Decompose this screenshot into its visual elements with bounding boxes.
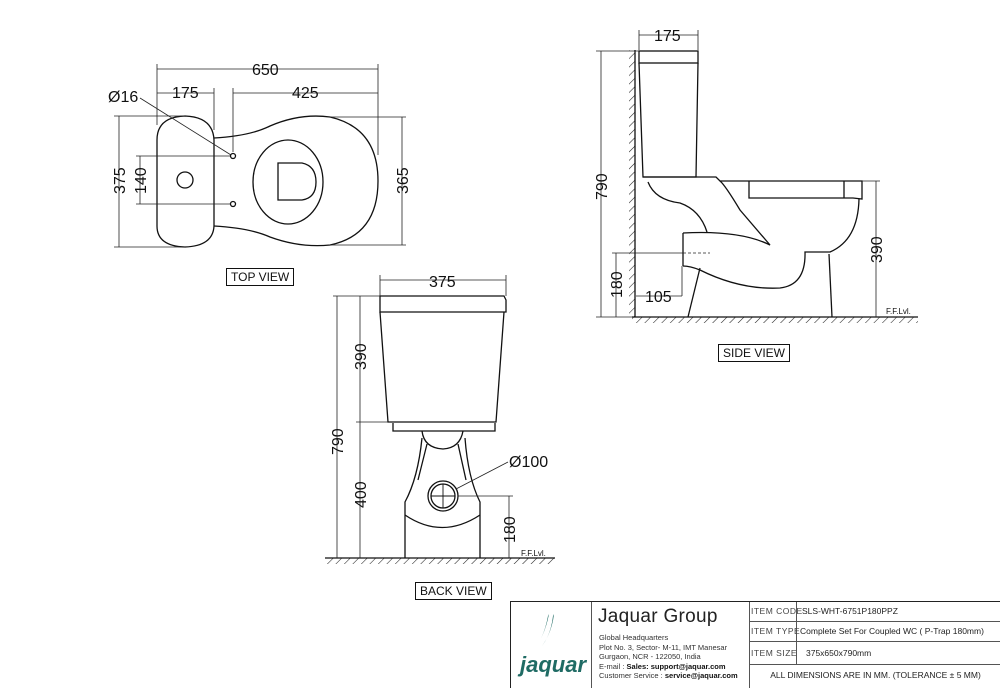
floor-level-back: F.F.Lvl.: [521, 549, 546, 558]
title-block: jaquar Jaquar Group Global Headquarters …: [510, 601, 1000, 688]
address-line-2: Plot No. 3, Sector- M-11, IMT Manesar: [599, 642, 728, 652]
dim-175: 175: [172, 85, 199, 102]
email-value: Sales: support@jaquar.com: [626, 661, 726, 671]
side-view: [629, 50, 918, 323]
item-code-value: SLS-WHT-6751P180PPZ: [802, 606, 898, 616]
service-value: service@jaquar.com: [664, 671, 738, 681]
tolerance-note: ALL DIMENSIONS ARE IN MM. (TOLERANCE ± 5…: [770, 670, 981, 680]
back-view-label: BACK VIEW: [415, 582, 492, 600]
dim-790-back: 790: [330, 428, 347, 455]
top-view-dimensions: [114, 64, 406, 248]
dim-dia16: Ø16: [108, 89, 138, 106]
dim-180-side: 180: [609, 271, 626, 298]
item-size-row: ITEM SIZE 375x650x790mm: [750, 642, 1000, 665]
dim-dia100: Ø100: [509, 454, 548, 471]
service-label: Customer Service :: [599, 671, 663, 681]
dim-650: 650: [252, 62, 279, 79]
dim-365: 365: [395, 167, 412, 194]
top-view-dimension-labels: 650 175 425 Ø16 375 140 365: [108, 62, 412, 194]
dim-175-side: 175: [654, 28, 681, 45]
jaquar-logo-icon: jaquar: [517, 614, 587, 677]
dim-400-back: 400: [353, 481, 370, 508]
back-view-dimension-labels: 375 790 390 400 Ø100 180 F.F.Lvl.: [330, 274, 548, 558]
side-view-dimensions: [596, 30, 880, 318]
company-logo: jaquar: [511, 602, 592, 688]
top-view: [156, 115, 379, 248]
address-line-3: Gurgaon, NCR - 122050, India: [599, 652, 701, 662]
back-view-dimensions: [333, 275, 513, 558]
dim-790-side: 790: [594, 173, 611, 200]
item-size-key: ITEM SIZE: [750, 642, 797, 664]
company-name: Jaquar Group: [598, 606, 718, 627]
item-type-value: Complete Set For Coupled WC ( P-Trap 180…: [800, 626, 984, 636]
item-size-value: 375x650x790mm: [806, 648, 872, 658]
item-code-row: ITEM CODE SLS-WHT-6751P180PPZ: [750, 602, 1000, 622]
dim-390-back: 390: [353, 343, 370, 370]
dim-140: 140: [133, 167, 150, 194]
email-line: E-mail : Sales: support@jaquar.com: [599, 662, 738, 672]
company-address: Global Headquarters Plot No. 3, Sector- …: [599, 633, 738, 681]
dim-105: 105: [645, 289, 672, 306]
dim-390-side: 390: [869, 236, 886, 263]
back-view: [325, 295, 555, 564]
company-info: Jaquar Group Global Headquarters Plot No…: [592, 602, 750, 688]
floor-level-side: F.F.Lvl.: [886, 307, 911, 316]
item-type-row: ITEM TYPE Complete Set For Coupled WC ( …: [750, 622, 1000, 642]
address-line-1: Global Headquarters: [599, 633, 669, 642]
dim-375: 375: [112, 167, 129, 194]
side-view-label: SIDE VIEW: [718, 344, 791, 362]
item-type-key: ITEM TYPE: [750, 622, 800, 641]
item-code-key: ITEM CODE: [750, 602, 802, 621]
side-view-dimension-labels: 175 790 180 105 390 F.F.Lvl.: [594, 28, 911, 316]
logo-wordmark: jaquar: [517, 652, 587, 677]
item-details: ITEM CODE SLS-WHT-6751P180PPZ ITEM TYPE …: [750, 602, 1000, 688]
service-line: Customer Service : service@jaquar.com: [599, 671, 738, 681]
email-label: E-mail :: [599, 661, 625, 671]
dim-180-back: 180: [502, 516, 519, 543]
top-view-label: TOP VIEW: [226, 268, 295, 286]
dim-375-back: 375: [429, 274, 456, 291]
dim-425: 425: [292, 85, 319, 102]
